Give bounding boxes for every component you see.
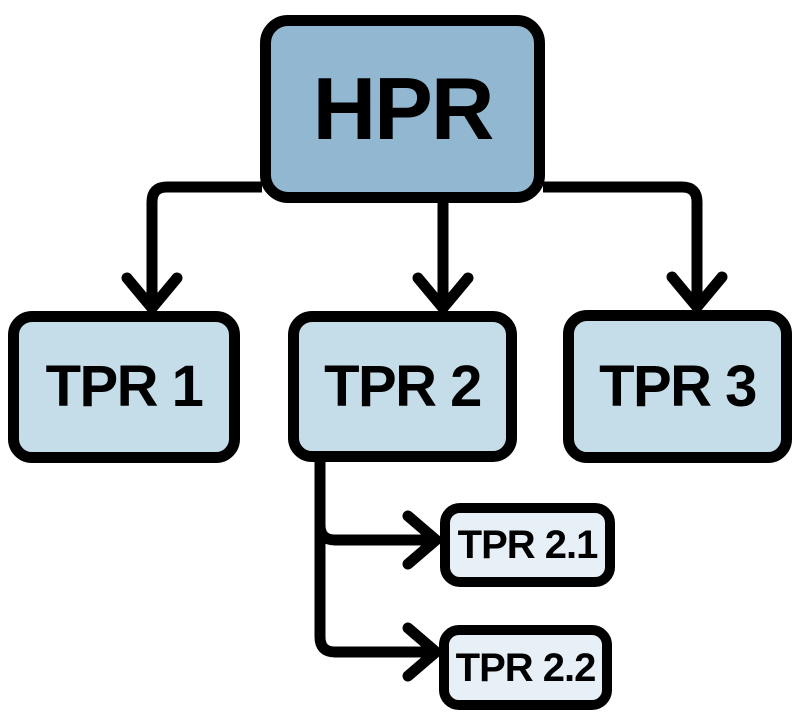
node-tpr-1-label: TPR 1 (45, 354, 204, 419)
edge-tpr2-tpr21 (314, 456, 442, 570)
edge-root-tpr3 (543, 181, 728, 313)
edge-root-tpr2 (412, 198, 474, 314)
arrowhead-right-icon (402, 510, 442, 570)
arrowhead-right-icon (402, 622, 442, 682)
node-tpr-2-1: TPR 2.1 (440, 503, 615, 587)
arrowhead-down-icon (412, 272, 474, 314)
edge-tpr2-tpr22-line (314, 456, 429, 658)
node-tpr-1: TPR 1 (8, 311, 240, 463)
node-tpr-2-1-label: TPR 2.1 (457, 523, 599, 567)
arrowhead-down-icon (121, 272, 183, 314)
edge-tpr2-tpr21-line (314, 456, 429, 546)
arrowhead-down-icon (666, 271, 728, 313)
node-tpr-2-2-label: TPR 2.2 (455, 645, 597, 690)
node-hpr: HPR (260, 15, 545, 203)
edge-root-tpr1 (121, 181, 262, 314)
edge-root-tpr3-line (543, 181, 703, 300)
node-tpr-2-label: TPR 2 (324, 353, 482, 419)
edge-root-tpr1-line (146, 181, 262, 301)
node-tpr-2: TPR 2 (288, 311, 517, 462)
node-tpr-2-2: TPR 2.2 (439, 625, 612, 710)
node-hpr-label: HPR (312, 59, 495, 158)
edge-tpr2-tpr22 (314, 456, 442, 682)
node-tpr-3: TPR 3 (563, 310, 792, 463)
node-tpr-3-label: TPR 3 (599, 353, 757, 419)
